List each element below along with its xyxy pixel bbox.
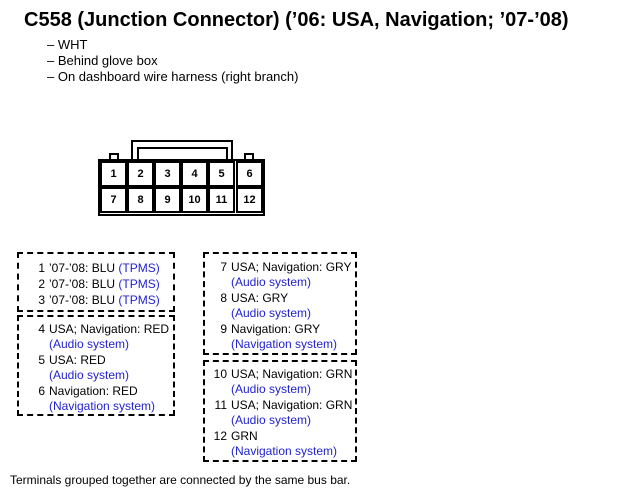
terminal-number: 10: [213, 367, 227, 381]
connector-notes: – WHT – Behind glove box – On dashboard …: [47, 37, 298, 85]
pin-9: 9: [154, 187, 181, 213]
terminal-wire: USA; Navigation: GRN: [231, 398, 353, 412]
terminal-wire: ’07-’08: BLU: [49, 293, 119, 307]
terminal-number: 11: [214, 398, 227, 412]
connector-latch-right: [244, 153, 254, 163]
pin-4: 4: [181, 161, 208, 187]
note-color: – WHT: [47, 37, 88, 52]
pin-6: 6: [236, 161, 263, 187]
pin-8: 8: [127, 187, 154, 213]
pin-2: 2: [127, 161, 154, 187]
terminal-wire: ’07-’08: BLU: [49, 277, 119, 291]
note-harness: – On dashboard wire harness (right branc…: [47, 69, 299, 84]
terminal-wire: GRN: [231, 429, 258, 443]
pin-1: 1: [100, 161, 127, 187]
terminal-wire: USA: GRY: [231, 291, 289, 305]
terminal-6-entry: 6 Navigation: RED: [19, 384, 138, 398]
terminal-7-system: (Audio system): [231, 275, 312, 289]
terminal-system: (TPMS): [118, 261, 160, 275]
terminal-number: 7: [220, 260, 227, 274]
terminal-10-system: (Audio system): [231, 382, 312, 396]
terminal-wire: USA; Navigation: GRN: [231, 367, 353, 381]
terminal-wire: USA: RED: [49, 353, 106, 367]
terminal-2-entry: 2 ’07-’08: BLU (TPMS): [19, 277, 160, 291]
terminal-8-entry: 8 USA: GRY: [201, 291, 288, 305]
bus-bar-group-1: 1 ’07-’08: BLU (TPMS) 2 ’07-’08: BLU (TPMS…: [17, 252, 175, 312]
terminal-number: 5: [38, 353, 45, 367]
terminal-number: 3: [38, 293, 45, 307]
page-title: C558 (Junction Connector) (’06: USA, Nav…: [24, 9, 569, 31]
terminal-number: 6: [38, 384, 45, 398]
terminal-number: 2: [38, 277, 45, 291]
terminal-3-entry: 3 ’07-’08: BLU (TPMS): [19, 293, 160, 307]
pin-7: 7: [100, 187, 127, 213]
terminal-11-entry: 11 USA; Navigation: GRN: [201, 398, 353, 412]
terminal-10-entry: 10 USA; Navigation: GRN: [201, 367, 353, 381]
terminal-wire: Navigation: RED: [49, 384, 138, 398]
pin-5: 5: [208, 161, 235, 187]
pin-3: 3: [154, 161, 181, 187]
terminal-1-entry: 1 ’07-’08: BLU (TPMS): [19, 261, 160, 275]
terminal-11-system: (Audio system): [231, 413, 312, 427]
pin-12: 12: [236, 187, 263, 213]
terminal-number: 4: [38, 322, 45, 336]
terminal-wire: USA; Navigation: RED: [49, 322, 170, 336]
connector-lock-tab-inner: [137, 147, 228, 161]
terminal-system: (TPMS): [118, 277, 160, 291]
terminal-8-system: (Audio system): [231, 306, 312, 320]
terminal-12-system: (Navigation system): [231, 444, 338, 458]
terminal-wire: USA; Navigation: GRY: [231, 260, 352, 274]
terminal-7-entry: 7 USA; Navigation: GRY: [201, 260, 352, 274]
bus-bar-group-2: 4 USA; Navigation: RED (Audio system) 5 US…: [17, 315, 175, 416]
pin-11: 11: [208, 187, 235, 213]
terminal-12-entry: 12 GRN: [201, 429, 258, 443]
terminal-wire: Navigation: GRY: [231, 322, 321, 336]
terminal-5-entry: 5 USA: RED: [19, 353, 106, 367]
note-location: – Behind glove box: [47, 53, 158, 68]
terminal-number: 1: [38, 261, 45, 275]
terminal-4-system: (Audio system): [49, 337, 130, 351]
connector-latch-left: [109, 153, 119, 163]
terminal-9-entry: 9 Navigation: GRY: [201, 322, 320, 336]
terminal-number: 9: [220, 322, 227, 336]
terminal-4-entry: 4 USA; Navigation: RED: [19, 322, 169, 336]
terminal-5-system: (Audio system): [49, 368, 130, 382]
terminal-wire: ’07-’08: BLU: [49, 261, 119, 275]
terminal-9-system: (Navigation system): [231, 337, 338, 351]
terminal-number: 8: [220, 291, 227, 305]
terminal-6-system: (Navigation system): [49, 399, 156, 413]
terminal-number: 12: [213, 429, 227, 443]
bus-bar-group-3: 7 USA; Navigation: GRY (Audio system) 8 US…: [203, 252, 357, 355]
terminal-system: (TPMS): [118, 293, 160, 307]
pin-10: 10: [181, 187, 208, 213]
footnote: Terminals grouped together are connected…: [10, 473, 351, 487]
